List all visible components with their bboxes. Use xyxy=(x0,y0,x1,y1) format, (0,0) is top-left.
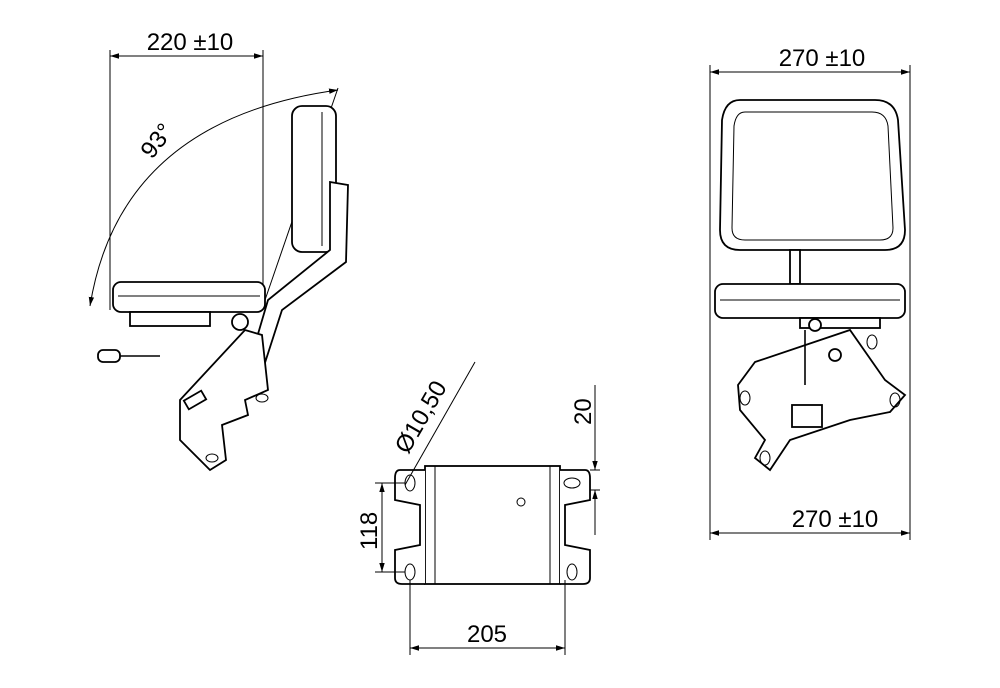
angle-dimension-arc xyxy=(88,88,339,307)
seat-frame xyxy=(799,317,881,329)
right-ear xyxy=(560,469,591,585)
backrest-cushion xyxy=(291,105,337,253)
bracket-hole xyxy=(866,334,878,350)
lever-knob xyxy=(97,349,121,363)
vertical-spacing-label: 118 xyxy=(356,512,383,550)
base-plate xyxy=(424,465,561,585)
seat-width-label: 270 ±10 xyxy=(792,506,879,533)
bracket-hole xyxy=(889,392,901,408)
mount-bracket xyxy=(737,328,907,472)
hinge xyxy=(231,313,249,331)
diameter-leader xyxy=(404,361,476,486)
edge-offset-label: 20 xyxy=(570,398,597,425)
plate-hole xyxy=(516,497,526,507)
backrest-seam xyxy=(731,111,894,241)
bracket-hole xyxy=(759,450,771,466)
base-plate-view: Ø10,50 20 118 205 xyxy=(356,361,600,655)
width-dimension-label: 220 ±10 xyxy=(147,29,234,56)
left-ear xyxy=(394,469,425,585)
mount-hole xyxy=(566,563,578,581)
pivot-bolt xyxy=(828,348,842,362)
backrest-width-label: 270 ±10 xyxy=(779,45,866,72)
bracket-hole xyxy=(205,453,219,463)
backrest-post xyxy=(789,249,801,285)
hinge xyxy=(808,318,822,332)
front-view: 270 ±10 270 ±10 xyxy=(709,45,911,540)
seat-frame xyxy=(129,311,211,327)
bracket-block xyxy=(791,404,823,428)
side-view: 220 ±10 93° xyxy=(88,29,349,472)
mount-hole xyxy=(563,477,581,489)
horizontal-spacing-label: 205 xyxy=(467,621,507,648)
mount-bracket xyxy=(179,328,269,472)
bracket-slot xyxy=(182,389,208,411)
bracket-hole xyxy=(255,393,269,403)
seat-cushion xyxy=(714,283,906,319)
bracket-hole xyxy=(739,390,751,406)
seat-cushion xyxy=(112,281,266,313)
backrest-cushion xyxy=(719,99,906,251)
angle-dimension-label: 93° xyxy=(135,118,179,163)
